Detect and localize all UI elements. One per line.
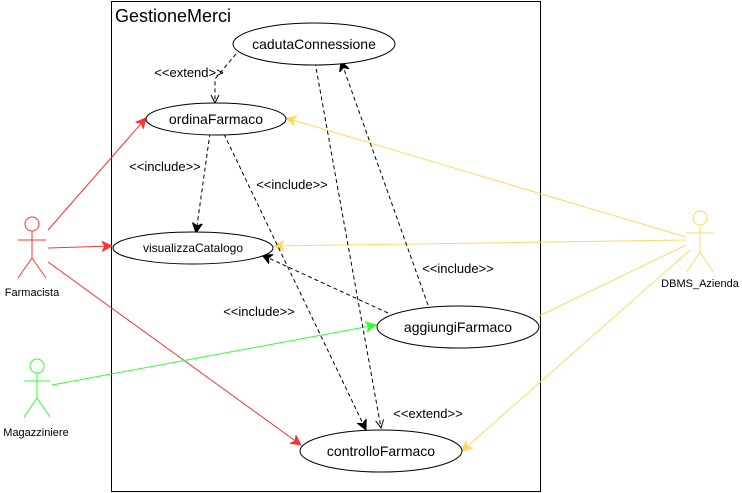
actor-farmacista[interactable] [17,216,47,279]
assoc-dbms-visualizza [274,239,687,246]
actor-farmacista-icon [24,216,40,232]
rel-include-ordina-controllo [223,133,366,430]
actor-farmacista-label: Farmacista [5,287,60,299]
assoc-farmacista-controllo [47,261,301,445]
rel-extend-caduta-ordina [215,53,237,103]
rel-include-aggiungi-visualizza [262,255,389,314]
label-include-mid: <<include>> [256,177,328,192]
use-case-aggiungi-label: aggiungiFarmaco [404,319,512,335]
rel-extend-caduta-controllo [314,61,381,428]
use-case-caduta[interactable]: cadutaConnessione [232,22,396,66]
actor-magazziniere[interactable] [23,358,51,418]
use-case-ordina-label: ordinaFarmaco [169,111,263,127]
actor-dbms[interactable] [686,210,714,273]
assoc-dbms-ordina [286,118,687,238]
actor-dbms-icon [692,210,708,226]
use-case-visualizza[interactable]: visualizzaCatalogo [112,231,274,265]
assoc-dbms-controllo [462,249,691,451]
label-include-right: <<include>> [422,261,494,276]
system-title: GestioneMerci [115,6,231,26]
assoc-farmacista-ordina [47,118,146,231]
assoc-dbms-aggiungi [536,244,687,318]
rel-include-ordina-visualizza [196,132,211,233]
rel-include-aggiungi-caduta [341,61,429,306]
actor-magazziniere-label: Magazziniere [3,427,68,439]
label-include-bottom: <<include>> [223,304,295,319]
actor-magazziniere-icon [29,358,45,374]
assoc-magazziniere-aggiungi [51,325,376,386]
use-case-ordina[interactable]: ordinaFarmaco [145,102,287,136]
use-case-aggiungi[interactable]: aggiungiFarmaco [376,305,540,349]
use-case-controllo-label: controlloFarmaco [327,443,435,459]
assoc-farmacista-visualizza [47,246,112,248]
label-include-left: <<include>> [129,159,201,174]
use-case-visualizza-label: visualizzaCatalogo [143,241,243,255]
use-case-caduta-label: cadutaConnessione [252,36,376,52]
label-extend-bottom: <<extend>> [393,406,462,421]
use-case-controllo[interactable]: controlloFarmaco [299,429,463,473]
label-extend-top: <<extend>> [154,65,223,80]
actor-dbms-label: DBMS_Azienda [661,278,740,290]
